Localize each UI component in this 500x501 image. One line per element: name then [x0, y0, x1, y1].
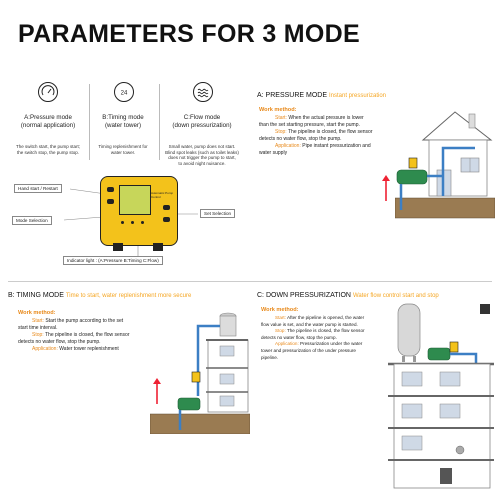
mode-a-title-1: A:Pressure mode [24, 114, 72, 121]
section-c-stop-2: detects no water flow, stop the pump. [261, 334, 337, 340]
section-a-app-1: Pipe instant pressurization and [302, 143, 371, 149]
section-c-stop-1: The pipeline is closed, the flow sensor [286, 328, 365, 334]
section-b-subtitle: Time to start, water replenishment more … [65, 293, 192, 299]
controller-brand-label: Automatic Pump Control [151, 191, 174, 199]
mode-a-title-2: (normal application) [20, 122, 76, 129]
section-c-start-2: flow value is set, and the water pump is… [261, 321, 358, 327]
section-c-app-key: Application: [275, 341, 299, 347]
mode-c-title-2: (down pressurization) [172, 122, 232, 129]
pump-controller: Automatic Pump Control [100, 176, 178, 251]
illustration-a-house [395, 100, 495, 220]
section-a-stop-2: detects no water flow, stop the pump. [259, 136, 342, 142]
controller-port-right [153, 243, 163, 251]
section-b-start-2: start time interval. [18, 325, 58, 331]
mode-c-desc-3: does not trigger the pump to start, [168, 155, 236, 161]
section-c-app-3: pipeline. [261, 354, 279, 360]
section-b-stop-2: detects no water flow, stop the pump. [18, 339, 101, 345]
section-b: B: TIMING MODE Time to start, water repl… [8, 292, 248, 492]
callout-indicator: Indicator light : (A:Pressure B:Timing C… [63, 256, 163, 265]
section-b-start-key: Start: [32, 318, 44, 324]
section-a-start-1: When the actual pressure is lower [288, 115, 364, 121]
mode-b-desc-1: Timing replenishment for [98, 144, 148, 149]
svg-text:24: 24 [121, 91, 128, 97]
mode-c-desc-2: Blind spot leaks (such as toilet leaks) [165, 149, 239, 155]
section-c-start-1: After the pipeline is opened, the water [287, 315, 365, 320]
section-c: C: DOWN PRESSURIZATION Water flow contro… [257, 292, 493, 492]
indicator-lights [121, 221, 151, 225]
section-a-work-method: Work method: [259, 107, 297, 113]
callout-set-selection: Set Selection [200, 209, 236, 218]
mode-b-desc-2: water tower. [110, 149, 136, 155]
section-b-start-1: Start the pump according to the set [45, 318, 124, 324]
section-a-start-2: than the set starting pressure, start th… [259, 122, 360, 128]
section-c-work-method: Work method: [261, 307, 299, 313]
mode-c-desc-1: Small water, pump does not start. [168, 144, 236, 149]
controller-screen [119, 185, 151, 215]
page-title: PARAMETERS FOR 3 MODE [18, 20, 360, 48]
mode-a-desc-2: the switch stop, the pump stop. [16, 149, 80, 155]
illustration-b-building [149, 312, 251, 439]
section-b-app-1: Water tower replenishment [59, 346, 119, 352]
section-a-start-key: Start: [275, 115, 287, 121]
illustration-c-building [384, 300, 496, 501]
section-a-app-key: Application: [275, 143, 301, 149]
section-c-app-2: tower and pressurization of the under pr… [261, 347, 356, 353]
section-a: A: PRESSURE MODE Instant pressurization … [257, 92, 493, 272]
timer-24h-icon: 24 [114, 82, 134, 102]
mode-c-desc-4: to avoid night nuisance. [178, 160, 226, 166]
controller-diagram: Hand start / Restart Mode Selection Set … [8, 172, 248, 272]
section-a-stop-key: Stop: [275, 129, 287, 135]
section-a-label: A: PRESSURE MODE [257, 92, 328, 99]
section-c-label: C: DOWN PRESSURIZATION [257, 292, 351, 299]
controller-button-1[interactable] [107, 187, 114, 192]
callout-mode-selection: Mode Selection [12, 216, 52, 225]
water-flow-icon [193, 82, 213, 102]
pressure-gauge-icon [38, 82, 58, 102]
mode-divider-1 [89, 84, 90, 160]
arrow-up-icon [381, 175, 391, 206]
section-b-stop-1: The pipeline is closed, the flow sensor [45, 332, 130, 338]
section-c-stop-key: Stop: [275, 328, 286, 334]
mode-c-title-1: C:Flow mode [183, 114, 221, 121]
section-b-label: B: TIMING MODE [8, 292, 64, 299]
section-divider [8, 281, 492, 282]
section-a-subtitle: Instant pressurization [328, 93, 386, 99]
mode-b-title-2: (water tower) [104, 122, 142, 129]
section-c-app-1: Pressurization under the water [300, 341, 363, 347]
section-b-work-method: Work method: [18, 310, 56, 316]
controller-port-left [113, 243, 123, 251]
section-a-stop-1: The pipeline is closed, the flow sensor [288, 129, 373, 135]
section-b-stop-key: Stop: [32, 332, 44, 338]
modes-row: A:Pressure mode (normal application) The… [8, 82, 244, 172]
section-a-app-2: water supply [259, 150, 288, 156]
controller-button-3[interactable] [163, 205, 170, 210]
mode-a-desc-1: The switch start, the pump start; [15, 144, 81, 149]
mode-divider-2 [159, 84, 160, 160]
callout-hand-start: Hand start / Restart [14, 184, 62, 193]
mode-b-title-1: B:Timing mode [102, 114, 144, 121]
section-c-subtitle: Water flow control start and stop [352, 293, 439, 299]
controller-button-2[interactable] [107, 199, 114, 204]
section-c-start-key: Start: [275, 315, 286, 320]
arrow-up-icon [152, 378, 162, 409]
section-b-app-key: Application: [32, 346, 58, 352]
controller-button-4[interactable] [163, 217, 170, 222]
